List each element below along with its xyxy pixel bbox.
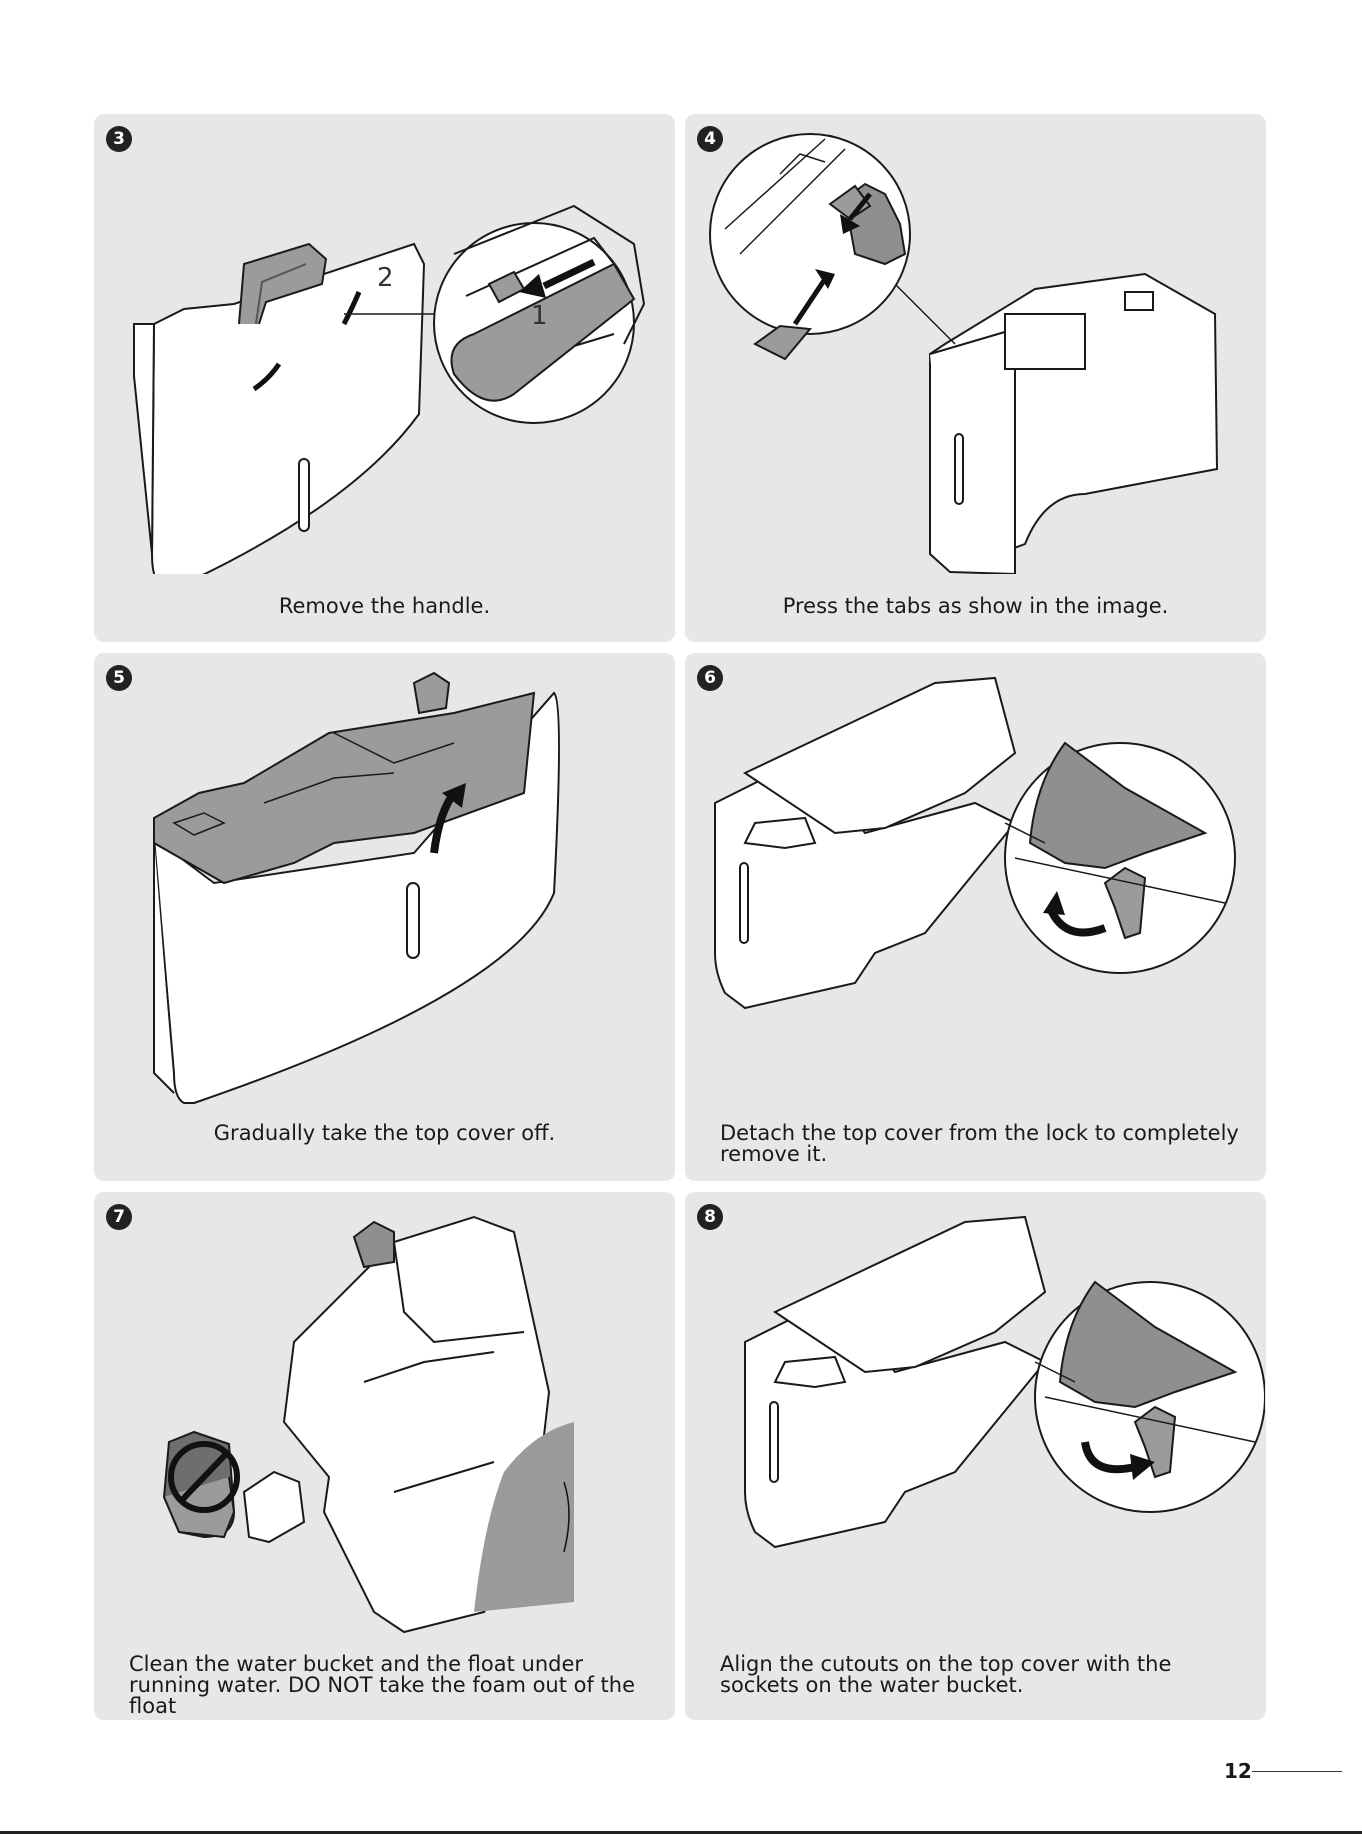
clean-bucket-illustration (94, 1192, 674, 1652)
step-panel-3: 3 2 1 Remove the handle. (94, 114, 675, 642)
step-panel-6: 6 Detach the top cover from the lock to … (685, 653, 1266, 1181)
remove-handle-illustration: 2 1 (94, 114, 674, 574)
step-caption: Clean the water bucket and the float und… (129, 1654, 650, 1717)
step-panel-4: 4 Press the tabs as show in the image. (685, 114, 1266, 642)
step-caption: Detach the top cover from the lock to co… (720, 1123, 1241, 1165)
step-panel-8: 8 Align the cutouts on the top cover wit… (685, 1192, 1266, 1720)
top-cover-off-illustration (94, 653, 674, 1113)
align-cover-illustration (685, 1192, 1265, 1652)
step-label-1: 1 (531, 301, 548, 331)
step-caption: Remove the handle. (94, 596, 675, 617)
step-caption: Press the tabs as show in the image. (685, 596, 1266, 617)
step-label-2: 2 (377, 263, 394, 293)
page-rule-divider (1252, 1771, 1342, 1772)
detach-cover-illustration (685, 653, 1265, 1113)
page-number: 12 (1224, 1759, 1252, 1783)
step-caption: Gradually take the top cover off. (94, 1123, 675, 1144)
step-caption: Align the cutouts on the top cover with … (720, 1654, 1241, 1696)
press-tabs-illustration (685, 114, 1265, 574)
step-panel-5: 5 Gradually take the top cover off. (94, 653, 675, 1181)
step-panel-7: 7 Clean the water bucket and the float u… (94, 1192, 675, 1720)
